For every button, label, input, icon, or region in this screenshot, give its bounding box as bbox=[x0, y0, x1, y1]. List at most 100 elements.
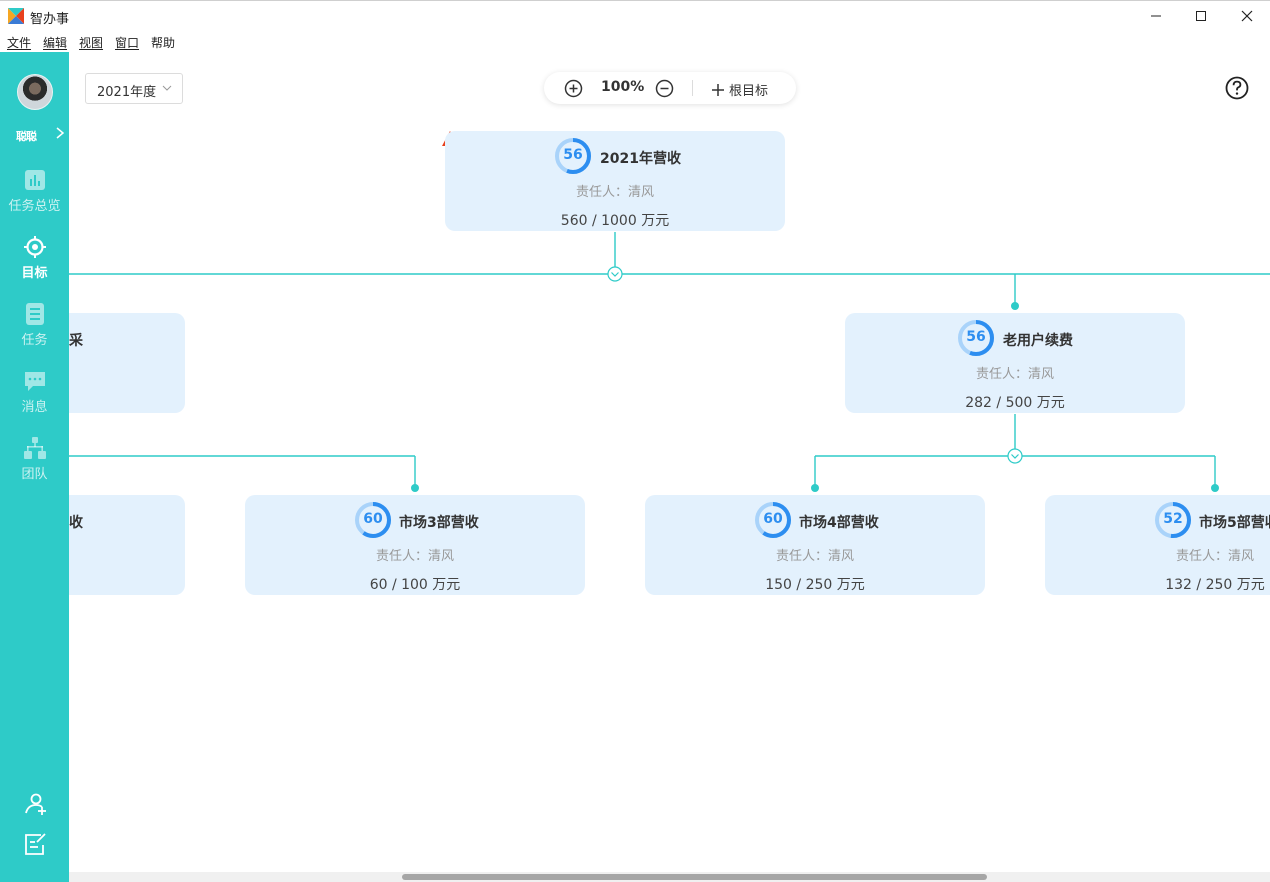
close-button[interactable] bbox=[1224, 1, 1270, 31]
owner-label: 责任人： bbox=[575, 185, 628, 200]
maximize-icon bbox=[1196, 11, 1206, 21]
year-select-value: 2021年度 bbox=[97, 85, 157, 100]
goal-progress-value: 560 / 1000 万元 bbox=[560, 213, 670, 229]
goal-map-canvas[interactable]: 2021年度 100% 根目标 bbox=[69, 52, 1270, 874]
maximize-button[interactable] bbox=[1178, 1, 1224, 31]
owner-label: 责任人： bbox=[975, 367, 1028, 382]
goal-title: 市场3部营收 bbox=[399, 515, 479, 531]
menu-window[interactable]: 窗口 bbox=[115, 36, 140, 50]
help-icon[interactable] bbox=[1225, 76, 1249, 100]
progress-percent: 56 bbox=[563, 147, 583, 163]
progress-ring bbox=[1155, 502, 1191, 538]
plus-icon bbox=[712, 83, 724, 96]
menu-bar: 文件 编辑 视图 窗口 帮助 bbox=[0, 30, 1270, 52]
title-bar: 智办事 bbox=[0, 0, 1270, 30]
goal-card-renewal[interactable]: 56 老用户续费 责任人：清风 282 / 500 万元 bbox=[845, 313, 1185, 413]
owner-name: 清风 bbox=[1028, 367, 1055, 382]
progress-percent: 52 bbox=[1163, 511, 1183, 527]
task-list-icon bbox=[25, 303, 44, 325]
minimize-button[interactable] bbox=[1133, 1, 1179, 31]
add-user-icon[interactable] bbox=[23, 792, 47, 816]
app-logo-icon bbox=[8, 8, 24, 24]
owner-name: 清风 bbox=[1228, 549, 1255, 564]
goal-owner: 责任人：清风 bbox=[845, 363, 1185, 382]
goal-owner: 责任人：清风 bbox=[445, 181, 785, 200]
zoom-in-icon[interactable] bbox=[564, 79, 583, 98]
goal-progress-value: 282 / 500 万元 bbox=[965, 395, 1065, 411]
horizontal-scrollbar[interactable] bbox=[69, 872, 1270, 882]
sidebar-item-label: 目标 bbox=[21, 266, 48, 281]
sidebar-item-team[interactable]: 团队 bbox=[0, 437, 69, 482]
sidebar-item-overview[interactable]: 任务总览 bbox=[0, 169, 69, 214]
chevron-down-icon bbox=[162, 85, 172, 91]
goal-card-market4[interactable]: 60 市场4部营收 责任人：清风 150 / 250 万元 bbox=[645, 495, 985, 595]
message-icon bbox=[24, 372, 45, 391]
menu-view[interactable]: 视图 bbox=[79, 36, 104, 50]
sidebar-item-label: 团队 bbox=[21, 467, 48, 482]
goal-owner: 责任人：清风 bbox=[645, 545, 985, 564]
goal-card-market3[interactable]: 60 市场3部营收 责任人：清风 60 / 100 万元 bbox=[245, 495, 585, 595]
toolbar-divider bbox=[692, 80, 693, 96]
zoom-level: 100% bbox=[601, 79, 645, 95]
goal-card-market5[interactable]: 52 市场5部营收 责任人：清风 132 / 250 万元 bbox=[1045, 495, 1270, 595]
owner-label: 责任人： bbox=[1175, 549, 1228, 564]
goal-card-root[interactable]: 56 2021年营收 责任人：清风 560 / 1000 万元 bbox=[445, 131, 785, 231]
menu-file[interactable]: 文件 bbox=[7, 36, 32, 50]
sidebar-item-label: 任务总览 bbox=[8, 199, 61, 214]
zoom-toolbar: 100% 根目标 bbox=[544, 72, 796, 104]
owner-name: 清风 bbox=[428, 549, 455, 564]
sidebar-item-label: 消息 bbox=[21, 400, 48, 415]
team-icon bbox=[23, 437, 46, 459]
chevron-right-icon[interactable] bbox=[54, 126, 66, 140]
user-name[interactable]: 聪聪 bbox=[16, 130, 37, 143]
goal-card-partial[interactable]: 收 bbox=[69, 495, 185, 595]
target-icon bbox=[23, 236, 46, 258]
window-title: 智办事 bbox=[30, 12, 70, 27]
goal-title: 收 bbox=[69, 515, 83, 531]
zoom-out-icon[interactable] bbox=[655, 79, 674, 98]
sidebar-item-tasks[interactable]: 任务 bbox=[0, 303, 69, 348]
owner-label: 责任人： bbox=[775, 549, 828, 564]
progress-ring bbox=[958, 320, 994, 356]
progress-percent: 60 bbox=[363, 511, 383, 527]
connector-dot bbox=[1011, 302, 1019, 310]
goal-title: 2021年营收 bbox=[600, 151, 681, 167]
goal-owner: 责任人：清风 bbox=[1045, 545, 1270, 564]
add-root-goal-button[interactable]: 根目标 bbox=[711, 80, 768, 99]
goal-title: 采 bbox=[69, 333, 83, 349]
year-select[interactable]: 2021年度 bbox=[85, 73, 183, 104]
collapse-toggle-icon[interactable] bbox=[607, 266, 623, 282]
goal-owner: 责任人：清风 bbox=[245, 545, 585, 564]
scrollbar-thumb[interactable] bbox=[402, 874, 987, 880]
goal-progress-value: 150 / 250 万元 bbox=[765, 577, 865, 593]
progress-ring bbox=[755, 502, 791, 538]
add-root-goal-label: 根目标 bbox=[729, 84, 769, 99]
minimize-icon bbox=[1151, 15, 1161, 17]
avatar[interactable] bbox=[17, 74, 53, 110]
connector-dot bbox=[1211, 484, 1219, 492]
goal-title: 市场5部营收 bbox=[1199, 515, 1270, 531]
goal-progress-value: 60 / 100 万元 bbox=[369, 577, 461, 593]
sidebar-item-goals[interactable]: 目标 bbox=[0, 236, 69, 281]
goal-title: 老用户续费 bbox=[1003, 333, 1073, 349]
collapse-toggle-icon[interactable] bbox=[1007, 448, 1023, 464]
close-icon bbox=[1241, 10, 1253, 22]
owner-label: 责任人： bbox=[375, 549, 428, 564]
sidebar-item-label: 任务 bbox=[21, 333, 48, 348]
progress-percent: 60 bbox=[763, 511, 783, 527]
goal-title: 市场4部营收 bbox=[799, 515, 879, 531]
owner-name: 清风 bbox=[828, 549, 855, 564]
chart-icon bbox=[24, 170, 45, 190]
progress-ring bbox=[555, 138, 591, 174]
goal-progress-value: 132 / 250 万元 bbox=[1165, 577, 1265, 593]
connector-dot bbox=[811, 484, 819, 492]
sidebar: 聪聪 任务总览 目标 任务 消息 bbox=[0, 52, 69, 882]
sidebar-item-messages[interactable]: 消息 bbox=[0, 370, 69, 415]
menu-help[interactable]: 帮助 bbox=[151, 36, 176, 50]
edit-note-icon[interactable] bbox=[23, 832, 47, 856]
goal-card-partial[interactable]: 采 bbox=[69, 313, 185, 413]
progress-percent: 56 bbox=[966, 329, 986, 345]
menu-edit[interactable]: 编辑 bbox=[43, 36, 68, 50]
owner-name: 清风 bbox=[628, 185, 655, 200]
connector-dot bbox=[411, 484, 419, 492]
